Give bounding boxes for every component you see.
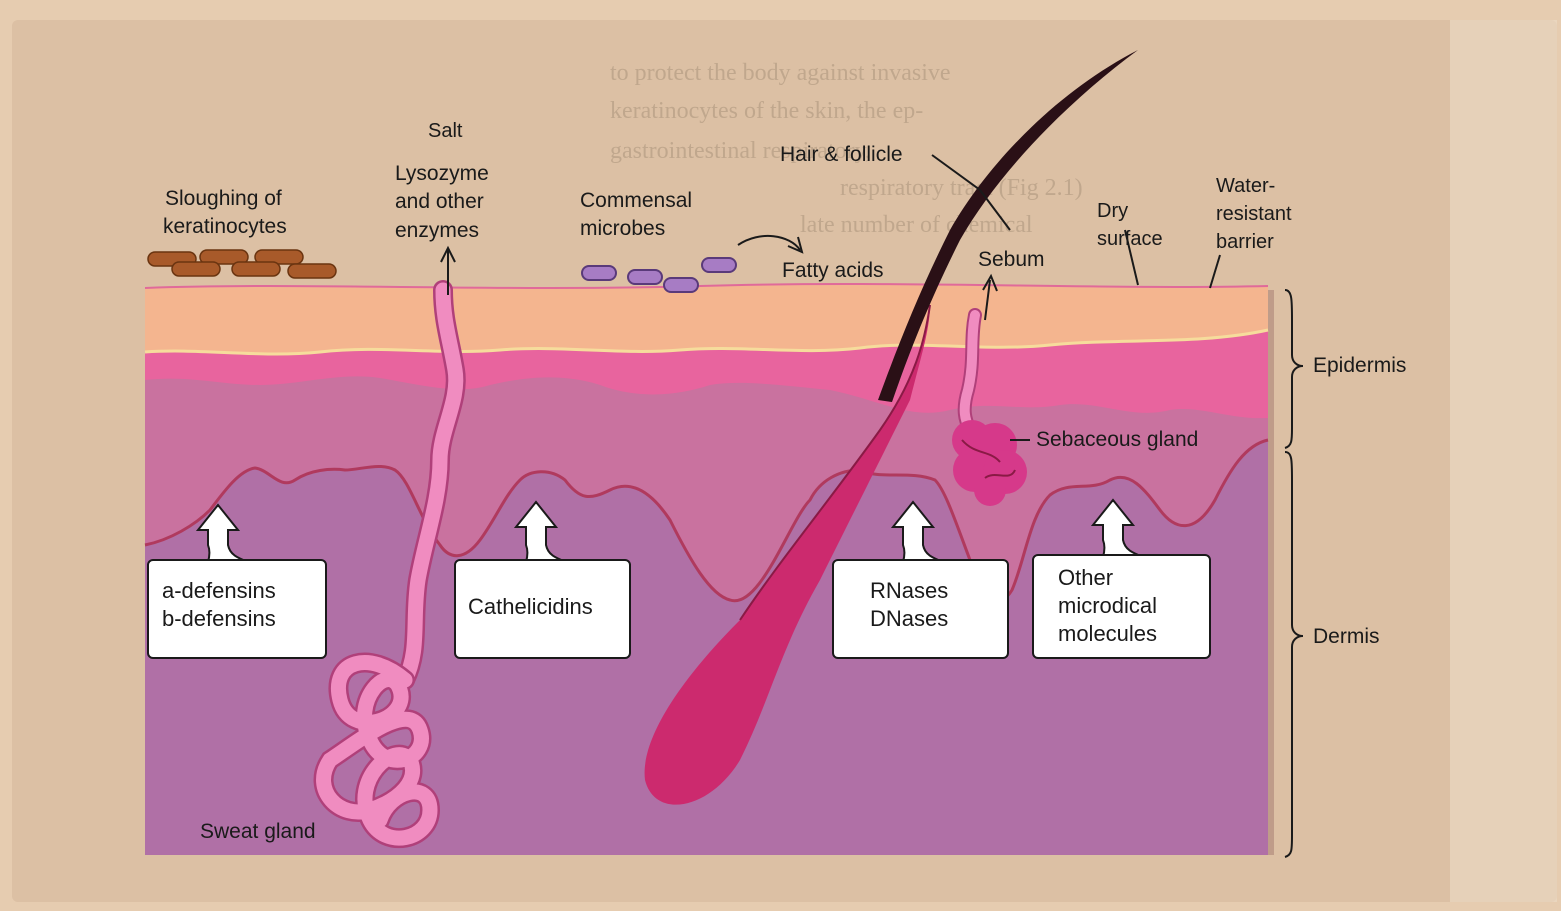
dermis-label: Dermis	[1313, 625, 1380, 648]
nucleases-line-2: DNases	[870, 606, 948, 631]
fatty-acids-label: Fatty acids	[782, 259, 884, 282]
svg-text:respiratory tract (Fig 2.1): respiratory tract (Fig 2.1)	[840, 175, 1083, 201]
cathelicidins-label: Cathelicidins	[468, 594, 593, 619]
sloughing-label-1: Sloughing of	[165, 187, 282, 210]
dry-surface-label-2: surface	[1097, 228, 1163, 250]
commensal-label-1: Commensal	[580, 189, 692, 212]
nucleases-line-1: RNases	[870, 578, 948, 603]
epidermis-label: Epidermis	[1313, 354, 1406, 377]
sweat-gland-label: Sweat gland	[200, 820, 316, 843]
defensins-box: a-defensins b-defensins	[148, 560, 326, 658]
water-barrier-label-3: barrier	[1216, 231, 1274, 253]
other-line-2: microdical	[1058, 593, 1157, 618]
svg-text:keratinocytes of the skin, the: keratinocytes of the skin, the ep-	[610, 98, 923, 124]
hair-follicle-label: Hair & follicle	[780, 143, 903, 166]
other-line-1: Other	[1058, 565, 1113, 590]
dry-surface-label-1: Dry	[1097, 200, 1128, 222]
lysozyme-label-3: enzymes	[395, 219, 479, 242]
sloughing-label-2: keratinocytes	[163, 215, 287, 238]
svg-text:to protect the body against in: to protect the body against invasive	[610, 60, 951, 86]
lysozyme-label-1: Lysozyme	[395, 162, 489, 185]
commensal-label-2: microbes	[580, 217, 665, 240]
other-line-3: molecules	[1058, 621, 1157, 646]
cathelicidins-box: Cathelicidins	[455, 560, 630, 658]
defensins-line-1: a-defensins	[162, 578, 276, 603]
page-edge-strip	[1450, 20, 1557, 902]
other-molecules-box: Other microdical molecules	[1033, 555, 1210, 658]
water-barrier-label-2: resistant	[1216, 203, 1292, 225]
lysozyme-label-2: and other	[395, 190, 484, 213]
sebum-label: Sebum	[978, 248, 1045, 271]
sebaceous-gland-label: Sebaceous gland	[1036, 428, 1198, 451]
water-barrier-label-1: Water-	[1216, 175, 1275, 197]
defensins-line-2: b-defensins	[162, 606, 276, 631]
svg-text:late number of chemical: late number of chemical	[800, 212, 1033, 238]
salt-label: Salt	[428, 120, 463, 142]
nucleases-box: RNases DNases	[833, 560, 1008, 658]
